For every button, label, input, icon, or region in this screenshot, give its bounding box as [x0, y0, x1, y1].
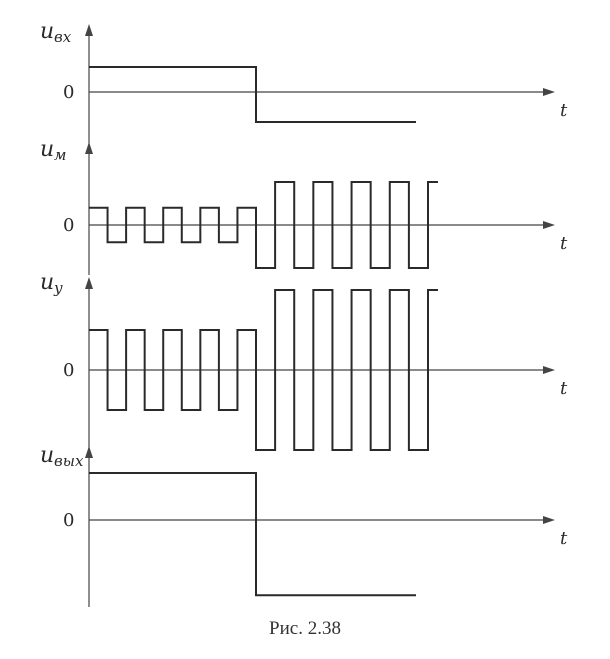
modulator-zero-label: 0: [63, 215, 74, 236]
amplifier-zero-label: 0: [63, 360, 74, 381]
modulator-t-label: t: [560, 233, 568, 254]
figure-caption: Рис. 2.38: [269, 618, 341, 639]
output-label-main: u: [40, 443, 54, 468]
input-t-arrow: [543, 88, 555, 96]
amplifier-t-arrow: [543, 366, 555, 374]
output-t-arrow: [543, 516, 555, 524]
output-y-arrow: [85, 446, 93, 458]
amplifier-label-sub: у: [53, 279, 63, 297]
amplifier-waveform: [89, 289, 438, 451]
output-label-sub: вых: [54, 452, 84, 470]
output-zero-label: 0: [63, 510, 74, 531]
input-zero-label: 0: [63, 82, 74, 103]
modulator-label-sub: м: [54, 146, 66, 164]
output-waveform: [89, 472, 416, 597]
input-t-label: t: [560, 100, 568, 121]
input-waveform: [89, 66, 416, 123]
modulator-waveform: [89, 181, 438, 269]
input-label-sub: вх: [54, 28, 72, 46]
input-y-arrow: [85, 24, 93, 36]
input-label-main: u: [40, 19, 54, 44]
modulator-y-arrow: [85, 142, 93, 154]
modulator-label-main: u: [40, 137, 54, 162]
output-t-label: t: [560, 528, 568, 549]
amplifier-t-label: t: [560, 378, 568, 399]
modulator-t-arrow: [543, 221, 555, 229]
amplifier-label-main: u: [40, 270, 54, 295]
amplifier-y-arrow: [85, 277, 93, 289]
